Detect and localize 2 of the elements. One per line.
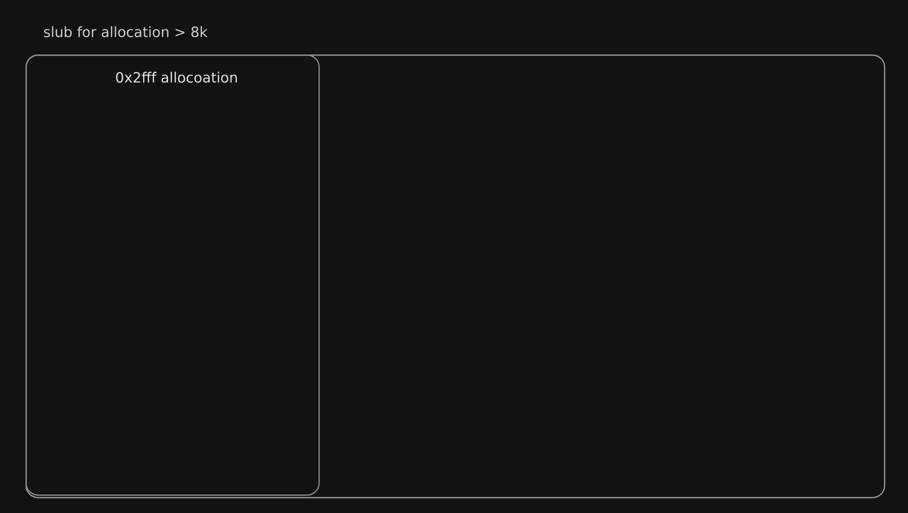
frame-title: slub for allocation > 8k xyxy=(44,26,208,38)
rounded-box: 0x2fff allocoation xyxy=(26,54,320,496)
